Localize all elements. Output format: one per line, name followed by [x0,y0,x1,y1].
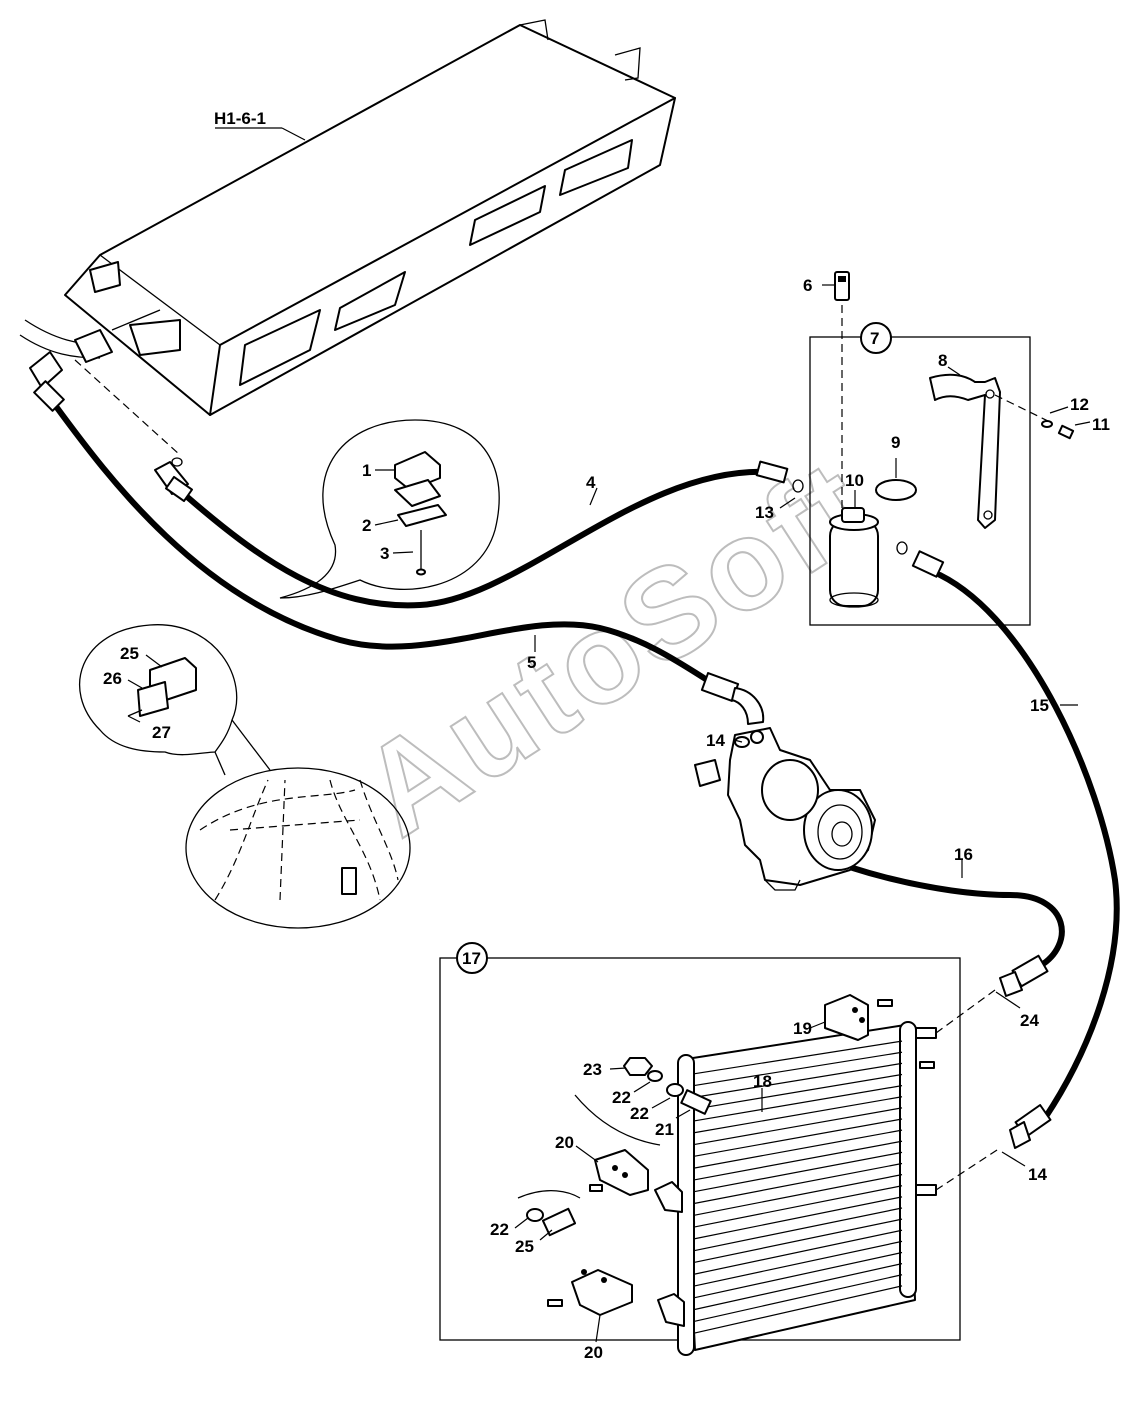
callout-23: 23 [583,1060,602,1079]
hose-4 [154,457,804,609]
condenser-fin [693,1240,903,1287]
callout-16: 16 [954,845,973,864]
callout-3: 3 [380,544,389,563]
condenser-fin [693,1140,903,1181]
hose-5 [29,351,765,725]
callout-22-middle: 22 [630,1104,649,1123]
callout-14-condenser: 14 [1028,1165,1047,1184]
callout-25-detail: 25 [120,644,139,663]
callout-24: 24 [1020,1011,1039,1030]
condenser-fin [693,1207,903,1252]
callout-10: 10 [845,471,864,490]
callout-20-upper: 20 [555,1133,574,1152]
condenser-assembly [439,942,1001,1356]
condenser-fin [693,1118,903,1157]
callout-7: 7 [870,329,879,348]
condenser-fin [693,1062,903,1098]
callout-22-lower: 22 [490,1220,509,1239]
callout-19: 19 [793,1019,812,1038]
callout-8: 8 [938,351,947,370]
callout-13: 13 [755,503,774,522]
callout-2: 2 [362,516,371,535]
condenser-fin [693,1151,903,1193]
callout-20-lower: 20 [584,1343,603,1362]
condenser-fin [693,1096,903,1134]
cab-mount-detail-bubble [78,624,411,929]
callout-14-compressor: 14 [706,731,725,750]
callout-1: 1 [362,461,371,480]
callout-6: 6 [803,276,812,295]
hose-15 [896,541,1120,1149]
callout-21: 21 [655,1120,674,1139]
condenser-fin [693,1129,903,1169]
callout-4: 4 [586,473,596,492]
condenser-fin [693,1185,903,1228]
reference-label: H1-6-1 [214,109,266,128]
callout-11: 11 [1092,415,1110,434]
condenser-fin [693,1285,903,1334]
ac-compressor [694,727,876,891]
callout-12: 12 [1070,395,1089,414]
condenser-fin [693,1263,903,1311]
callout-25-lower: 25 [515,1237,534,1256]
cab-duct-housing: H1-6-1 [19,19,676,416]
callout-26: 26 [103,669,122,688]
condenser-fin [693,1196,903,1240]
receiver-drier-assembly [779,271,1091,626]
callout-15: 15 [1030,696,1049,715]
callout-27: 27 [152,723,171,742]
condenser-fin [693,1085,903,1122]
condenser-fin [693,1274,903,1323]
condenser-fin [693,1174,903,1216]
condenser-fin [693,1251,903,1299]
condenser-fin [693,1107,903,1146]
callout-22-upper: 22 [612,1088,631,1107]
condenser-fin [693,1229,903,1275]
clamp-detail-bubble [279,419,500,599]
condenser-fin [693,1218,903,1264]
callout-18: 18 [753,1072,772,1091]
callout-9: 9 [891,433,900,452]
condenser-fin [693,1051,903,1087]
callout-5: 5 [527,653,536,672]
condenser-fin [693,1162,903,1205]
condenser-fin [693,1073,903,1110]
condenser-fins [693,1040,903,1334]
condenser-fin [693,1040,903,1075]
callout-17: 17 [462,949,481,968]
